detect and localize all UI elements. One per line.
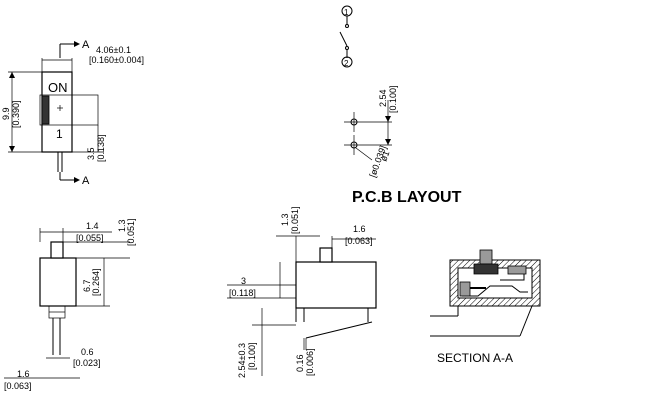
side2-dim5-mm: 0.16: [295, 354, 305, 372]
section-a-a: SECTION A-A: [430, 249, 541, 365]
side-view-2: 1.3 [0.051] 1.6 [0.063] 3 [0.118] 2.54±0…: [227, 206, 377, 378]
pcb-hole-mm: ø1: [378, 149, 391, 162]
front-pin-mm: 3.5: [86, 147, 96, 160]
side-dim3-in: [0.264]: [91, 268, 101, 296]
position-label: 1: [56, 127, 63, 141]
side-dim4-mm: 0.6: [81, 347, 94, 357]
front-view: A 4.06±0.1 [0.160±0.004] ON 1 9.9 [0.390…: [1, 39, 144, 187]
side-dim5-mm: 1.6: [17, 369, 30, 379]
switch-schematic: 1 2: [339, 5, 353, 68]
schematic-pin2: 2: [344, 59, 349, 68]
pcb-layout-title: P.C.B LAYOUT: [352, 189, 462, 206]
side2-dim3-in: [0.118]: [229, 288, 256, 298]
on-label: ON: [48, 80, 68, 95]
pcb-layout: 2.54 [0.100] ø1 [ø0.039] P.C.B LAYOUT: [344, 85, 462, 206]
side2-dim4-mm: 2.54±0.3: [237, 343, 247, 378]
side-dim5-in: [0.063]: [4, 381, 32, 391]
side2-dim2-mm: 1.6: [353, 224, 366, 234]
section-label: SECTION A-A: [437, 351, 513, 365]
side2-dim1-mm: 1.3: [280, 213, 290, 226]
front-width-mm: 4.06±0.1: [96, 45, 131, 55]
section-marker-bottom: A: [82, 175, 90, 187]
side2-dim3-mm: 3: [241, 276, 246, 286]
pcb-pitch-mm: 2.54: [378, 89, 388, 107]
side-dim1-in: [0.055]: [76, 233, 104, 243]
side-dim2-mm: 1.3: [117, 219, 127, 232]
side-dim3-mm: 6.7: [82, 279, 92, 292]
side2-dim2-in: [0.063]: [345, 236, 373, 246]
side2-dim1-in: [0.051]: [290, 206, 300, 234]
side2-dim5-in: [0.006]: [305, 348, 315, 376]
front-pin-in: [0.138]: [96, 134, 106, 162]
front-height-mm: 9.9: [1, 107, 11, 120]
side-view: 1.4 [0.055] 1.3 [0.051] 6.7 [0.264] 0.6 …: [4, 218, 136, 391]
front-height-in: [0.390]: [11, 100, 21, 128]
section-marker-top: A: [82, 39, 90, 51]
schematic-pin1: 1: [344, 8, 349, 17]
front-width-in: [0.160±0.004]: [89, 55, 144, 65]
pcb-pitch-in: [0.100]: [388, 85, 398, 113]
side-dim4-in: [0.023]: [73, 358, 101, 368]
side2-dim4-in: [0.100]: [247, 342, 257, 370]
side-dim2-in: [0.051]: [126, 218, 136, 246]
side-dim1-mm: 1.4: [86, 221, 99, 231]
